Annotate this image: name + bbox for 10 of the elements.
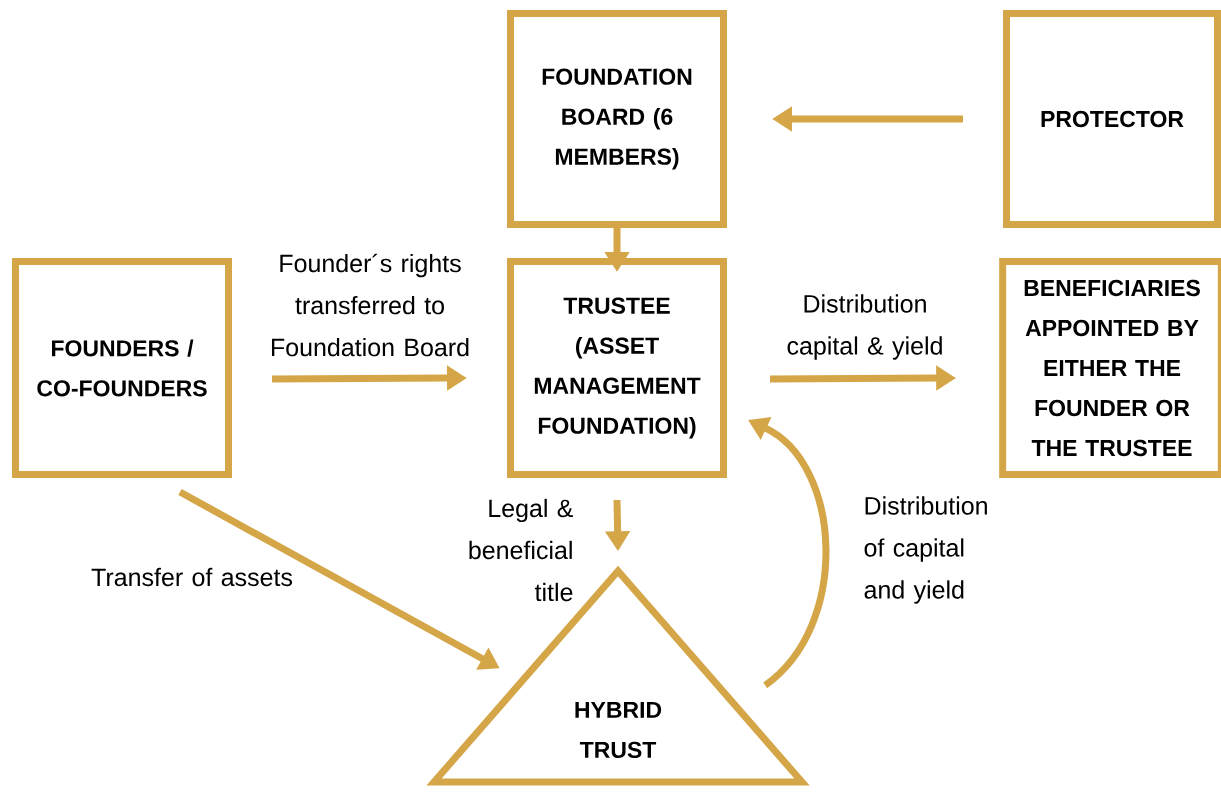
- edge-label: Legal & beneficial title: [469, 498, 574, 602]
- box: FOUNDATION BOARD (6 MEMBERS): [507, 10, 727, 228]
- edge-label: Distribution of capital and yield: [864, 496, 987, 604]
- edge-label: Founder´s rights transferred to Foundation Board: [272, 253, 469, 357]
- box: FOUNDERS / CO-FOUNDERS: [12, 258, 232, 478]
- box: PROTECTOR: [1003, 10, 1221, 228]
- box: BENEFICIARIES APPOINTED BY EITHER THE FOUNDER OR THE TRUSTEE: [999, 258, 1221, 478]
- edge-label: Distribution capital & yield: [787, 294, 942, 360]
- edge-label: Transfer of assets: [91, 567, 293, 587]
- box: TRUSTEE (ASSET MANAGEMENT FOUNDATION): [507, 258, 727, 478]
